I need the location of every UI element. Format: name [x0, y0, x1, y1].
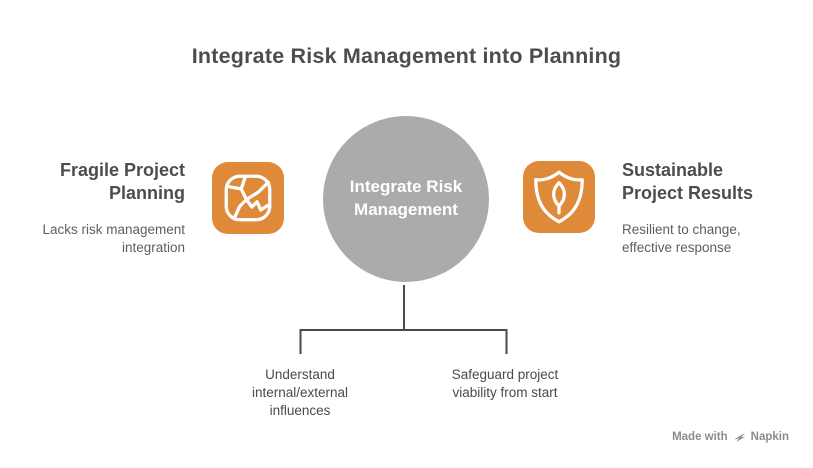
left-topic-block: Fragile Project Planning Lacks risk mana… [42, 159, 185, 256]
branch-label-safeguard-viability: Safeguard project viability from start [451, 367, 559, 401]
central-node: Integrate Risk Management [320, 113, 492, 285]
shield-leaf-icon [523, 161, 595, 233]
right-topic-block: Sustainable Project Results Resilient to… [622, 159, 753, 256]
left-topic-heading: Fragile Project Planning [59, 160, 185, 204]
cracked-glass-icon [212, 162, 284, 234]
left-topic-description: Lacks risk management integration [42, 221, 185, 255]
sustainable-results-tile [523, 161, 595, 233]
watermark-brand: Napkin [750, 430, 789, 443]
watermark-prefix: Made with [672, 430, 728, 443]
watermark: Made with Napkin [672, 430, 789, 443]
page-title: Integrate Risk Management into Planning [191, 44, 622, 68]
napkin-logo-icon [733, 430, 746, 443]
right-topic-heading: Sustainable Project Results [622, 160, 754, 204]
right-topic-description: Resilient to change, effective response [622, 221, 741, 255]
branch-label-understand-influences: Understand internal/external influences [251, 367, 349, 419]
central-node-label: Integrate Risk Management [349, 177, 463, 219]
fragile-planning-tile [212, 162, 284, 234]
